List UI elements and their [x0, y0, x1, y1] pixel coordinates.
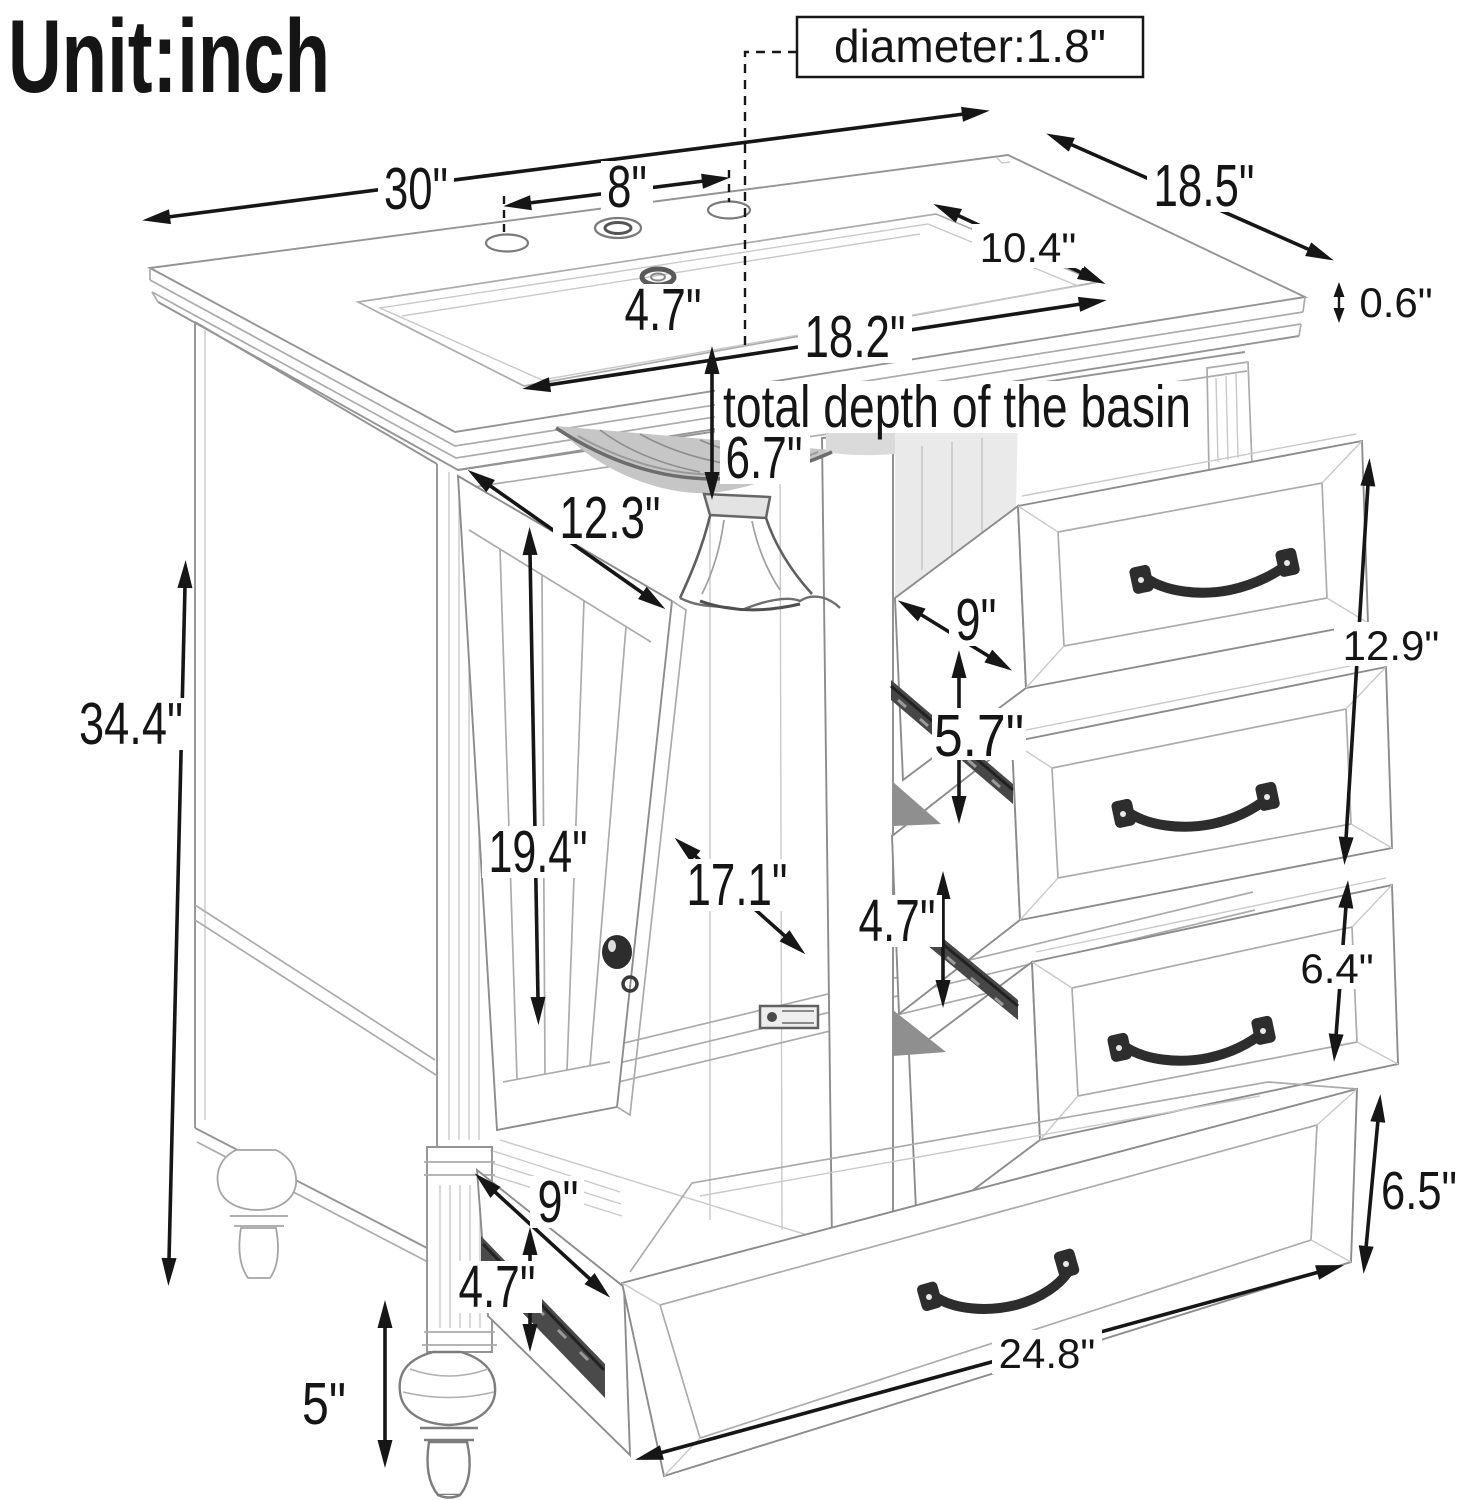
svg-text:5.7": 5.7" [934, 703, 1024, 769]
svg-text:6.5": 6.5" [1381, 1161, 1457, 1221]
svg-text:10.4": 10.4" [980, 224, 1077, 271]
svg-text:5": 5" [302, 1371, 346, 1437]
svg-text:6.4": 6.4" [1300, 945, 1373, 992]
svg-text:Unit:inch: Unit:inch [8, 0, 330, 115]
svg-text:6.7": 6.7" [726, 425, 803, 491]
svg-text:18.5": 18.5" [1154, 153, 1255, 219]
svg-text:17.1": 17.1" [687, 852, 788, 918]
svg-text:19.4": 19.4" [489, 819, 588, 885]
svg-text:4.7": 4.7" [459, 1254, 536, 1320]
svg-text:total depth of the basin: total depth of the basin [723, 374, 1191, 440]
svg-text:30": 30" [384, 156, 448, 222]
svg-text:8": 8" [607, 154, 647, 220]
svg-text:0.6": 0.6" [1359, 279, 1432, 326]
svg-text:12.9": 12.9" [1343, 622, 1440, 669]
svg-text:9": 9" [538, 1169, 579, 1235]
svg-text:18.2": 18.2" [805, 304, 906, 370]
svg-text:24.8": 24.8" [999, 1330, 1096, 1377]
svg-text:4.7": 4.7" [625, 277, 702, 343]
svg-text:34.4": 34.4" [79, 691, 183, 757]
svg-text:9": 9" [956, 587, 997, 653]
svg-text:diameter:1.8": diameter:1.8" [834, 20, 1106, 72]
svg-text:4.7": 4.7" [859, 888, 936, 954]
svg-text:12.3": 12.3" [560, 485, 661, 551]
